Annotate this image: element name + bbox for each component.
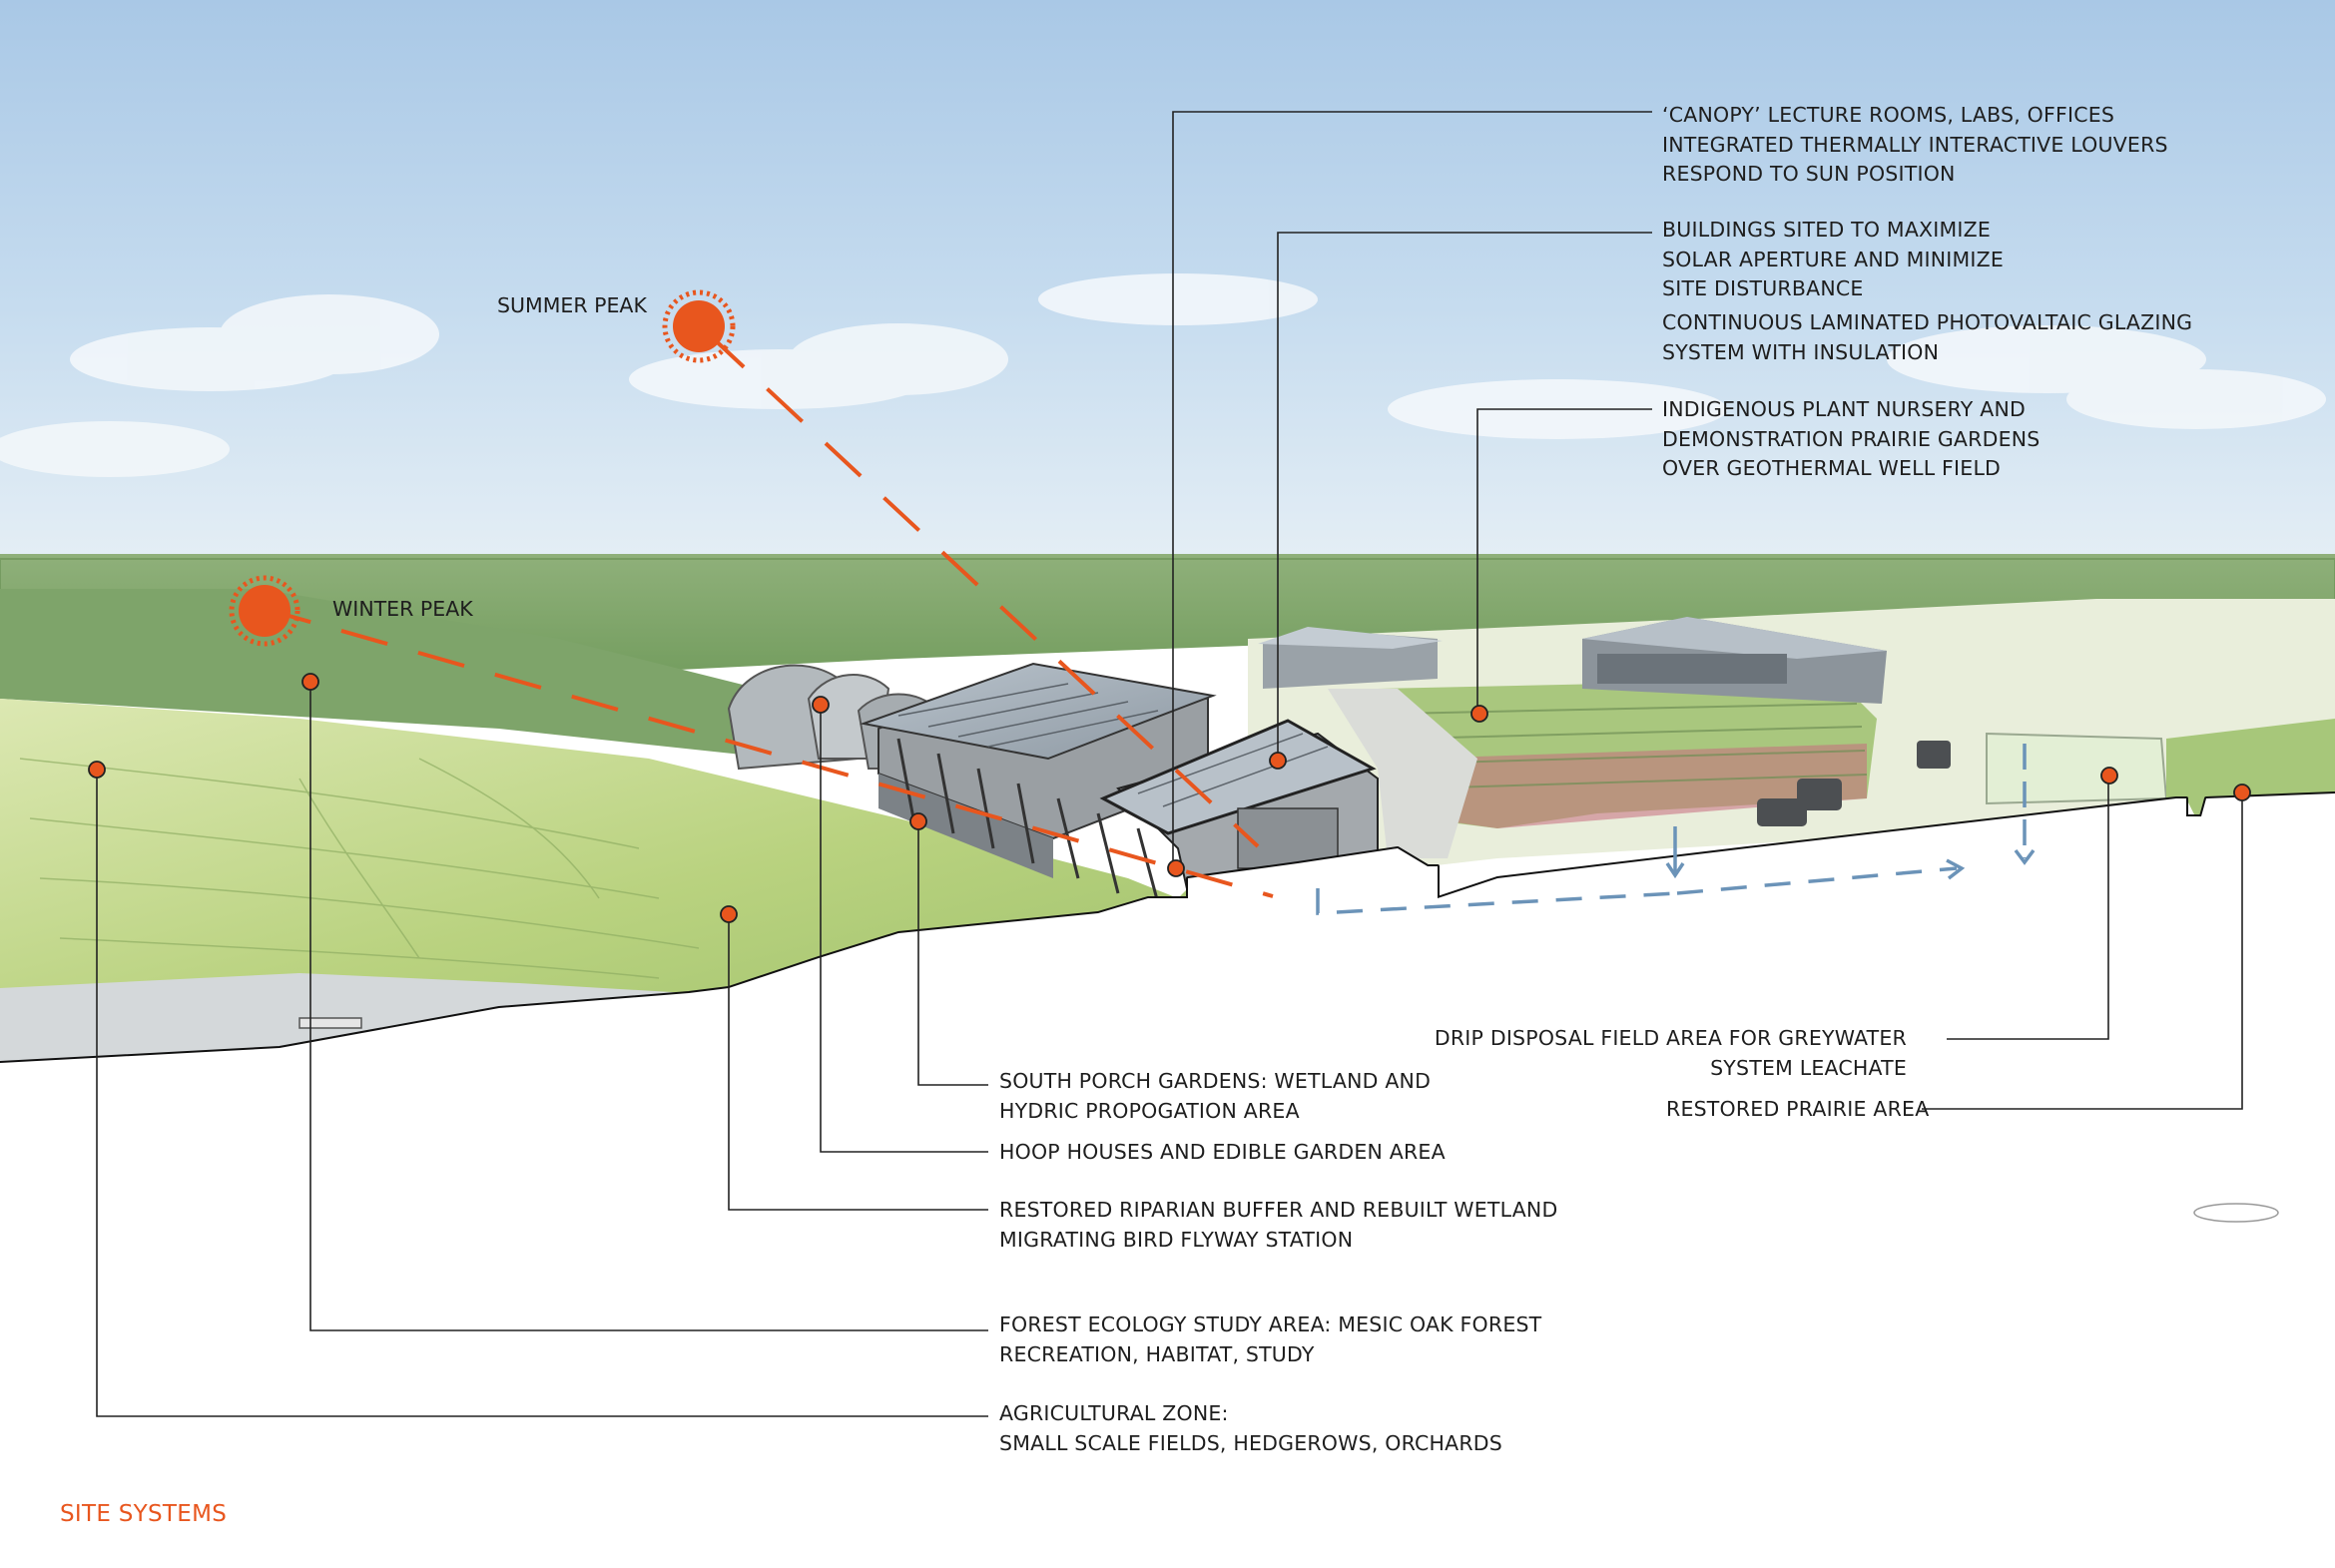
marker-dots	[88, 673, 2251, 923]
rear-building-center	[1258, 627, 1443, 689]
marker-riparian	[720, 905, 738, 923]
marker-south-porch	[909, 812, 927, 830]
vehicles	[1757, 741, 1951, 826]
callout-hoop-houses: HOOP HOUSES AND EDIBLE GARDEN AREA	[999, 1140, 1446, 1164]
leader-lines	[96, 111, 2243, 1417]
canopy-building	[1099, 719, 1379, 895]
summer-peak-label: SUMMER PEAK	[497, 293, 647, 317]
winter-peak-label: WINTER PEAK	[332, 597, 473, 621]
callout-restored-prairie: RESTORED PRAIRIE AREA	[1666, 1097, 1930, 1121]
callout-canopy: ‘CANOPY’ LECTURE ROOMS, LABS, OFFICES IN…	[1662, 103, 2168, 186]
callout-forest-ecology: FOREST ECOLOGY STUDY AREA: MESIC OAK FOR…	[999, 1312, 1542, 1366]
rear-building-right	[1582, 617, 1887, 704]
greywater-flow	[1316, 744, 2036, 915]
meadow-slope	[0, 699, 1398, 1063]
marker-prairie	[2233, 784, 2251, 801]
callout-buildings-sited: BUILDINGS SITED TO MAXIMIZE SOLAR APERTU…	[1662, 218, 2005, 300]
callout-south-porch: SOUTH PORCH GARDENS: WETLAND AND HYDRIC …	[999, 1069, 1432, 1123]
callout-plant-nursery: INDIGENOUS PLANT NURSERY AND DEMONSTRATI…	[1662, 397, 2041, 480]
callout-riparian: RESTORED RIPARIAN BUFFER AND REBUILT WET…	[999, 1198, 1558, 1252]
marker-drip-field	[2100, 767, 2118, 784]
drip-field	[1986, 732, 2168, 805]
left-forest	[0, 589, 799, 759]
winter-sun-icon	[229, 575, 300, 647]
summer-sun-icon	[662, 289, 736, 363]
marker-nursery	[1470, 705, 1488, 723]
diagram-title: SITE SYSTEMS	[60, 1501, 228, 1527]
marker-agricultural	[88, 761, 106, 779]
callout-drip-disposal: DRIP DISPOSAL FIELD AREA FOR GREYWATER S…	[1434, 1026, 1907, 1080]
clouds	[0, 273, 2326, 477]
callout-agricultural: AGRICULTURAL ZONE: SMALL SCALE FIELDS, H…	[999, 1401, 1503, 1455]
marker-hoop-houses	[812, 696, 830, 714]
marker-forest	[301, 673, 319, 691]
marker-canopy	[1167, 859, 1185, 877]
callout-photovoltaic: CONTINUOUS LAMINATED PHOTOVALTAIC GLAZIN…	[1662, 310, 2193, 364]
marker-buildings	[1269, 752, 1287, 770]
sun-angle-rays	[264, 332, 1274, 898]
